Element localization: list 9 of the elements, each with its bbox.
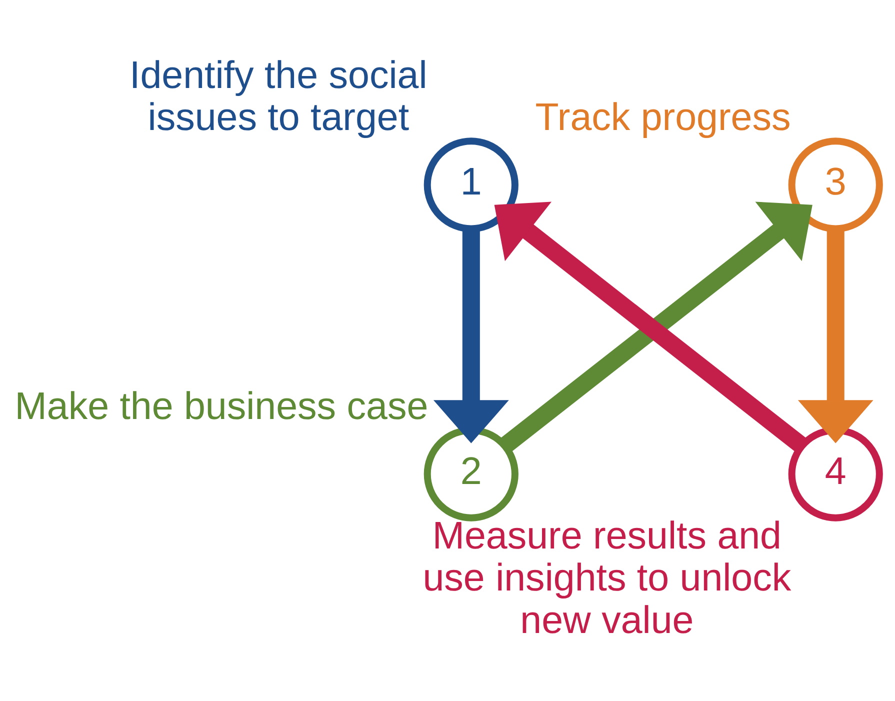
node-label: Track progress — [535, 96, 791, 139]
arrow — [433, 228, 509, 444]
node-circle: 1 — [424, 138, 518, 232]
node-circle: 3 — [788, 138, 883, 232]
node-label: Identify the social issues to target — [130, 54, 428, 139]
node-circle: 2 — [424, 426, 518, 522]
node-circle: 4 — [788, 426, 883, 522]
node-label: Make the business case — [14, 385, 428, 428]
arrow — [798, 228, 874, 444]
